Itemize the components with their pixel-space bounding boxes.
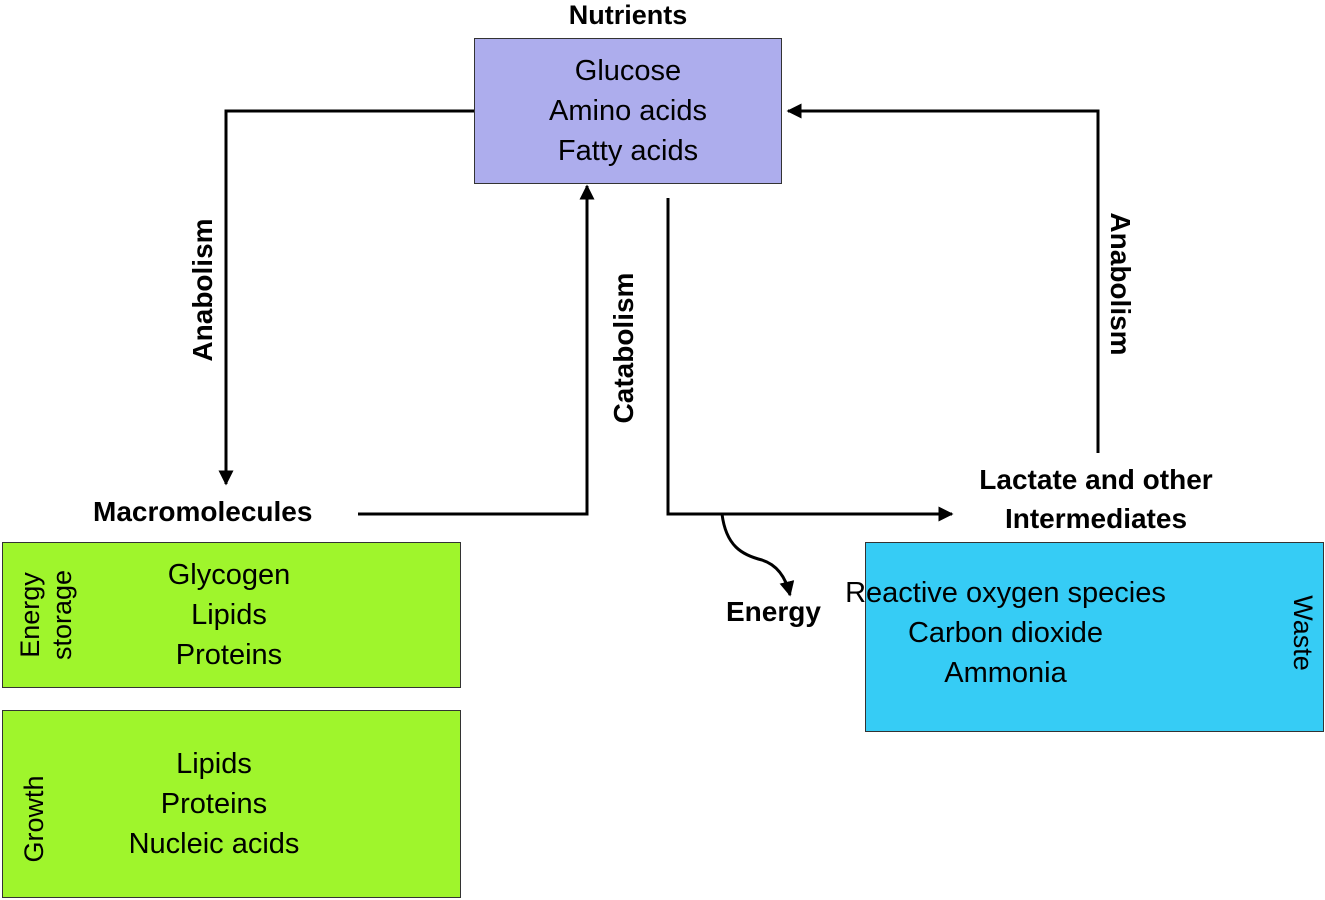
energy-storage-item: Lipids xyxy=(191,599,267,631)
energy-storage-item: Proteins xyxy=(175,639,283,671)
anabolism-right-arrow xyxy=(786,103,1100,453)
energy-storage-box: Energy storage Glycogen Lipids Proteins xyxy=(2,542,461,688)
growth-box: Growth Lipids Proteins Nucleic acids xyxy=(2,710,461,898)
nutrients-title: Nutrients xyxy=(568,0,688,30)
lactate-line-2: Intermediates xyxy=(1004,503,1188,534)
macromolecules-to-nutrients-arrow xyxy=(358,184,595,516)
anabolism-left-arrow xyxy=(218,109,474,486)
waste-side-label: Waste xyxy=(1287,595,1319,671)
growth-item: Lipids xyxy=(176,748,252,780)
catabolism-arrow xyxy=(666,198,954,522)
anabolism-left-label: Anabolism xyxy=(187,218,218,362)
growth-item: Proteins xyxy=(160,788,268,820)
waste-side-line: Waste xyxy=(1288,595,1318,671)
lactate-intermediates-label: Lactate and other Intermediates xyxy=(979,460,1212,538)
lactate-line-1: Lactate and other xyxy=(979,464,1213,495)
macromolecules-label: Macromolecules xyxy=(93,496,313,527)
nutrient-item: Fatty acids xyxy=(557,135,699,167)
waste-item: Carbon dioxide xyxy=(907,617,1104,649)
catabolism-label: Catabolism xyxy=(608,272,639,424)
growth-side-line: Growth xyxy=(19,775,49,863)
waste-box: Reactive oxygen species Carbon dioxide A… xyxy=(845,542,1324,732)
nutrients-box: Glucose Amino acids Fatty acids xyxy=(474,38,782,184)
energy-storage-side-line-1: Energy xyxy=(15,572,45,658)
growth-item: Nucleic acids xyxy=(128,828,300,860)
nutrient-item: Amino acids xyxy=(549,95,707,127)
nutrient-item: Glucose xyxy=(574,55,682,87)
waste-item: Ammonia xyxy=(944,657,1067,689)
energy-label: Energy xyxy=(726,596,821,627)
anabolism-right-label: Anabolism xyxy=(1105,212,1136,356)
waste-item: Reactive oxygen species xyxy=(845,577,1166,609)
energy-storage-side-line-2: storage xyxy=(47,569,77,661)
growth-side-label: Growth xyxy=(18,775,50,862)
energy-release-arrow xyxy=(720,513,795,597)
energy-storage-side-label: Energy storage xyxy=(14,570,78,660)
energy-storage-item: Glycogen xyxy=(167,559,291,591)
